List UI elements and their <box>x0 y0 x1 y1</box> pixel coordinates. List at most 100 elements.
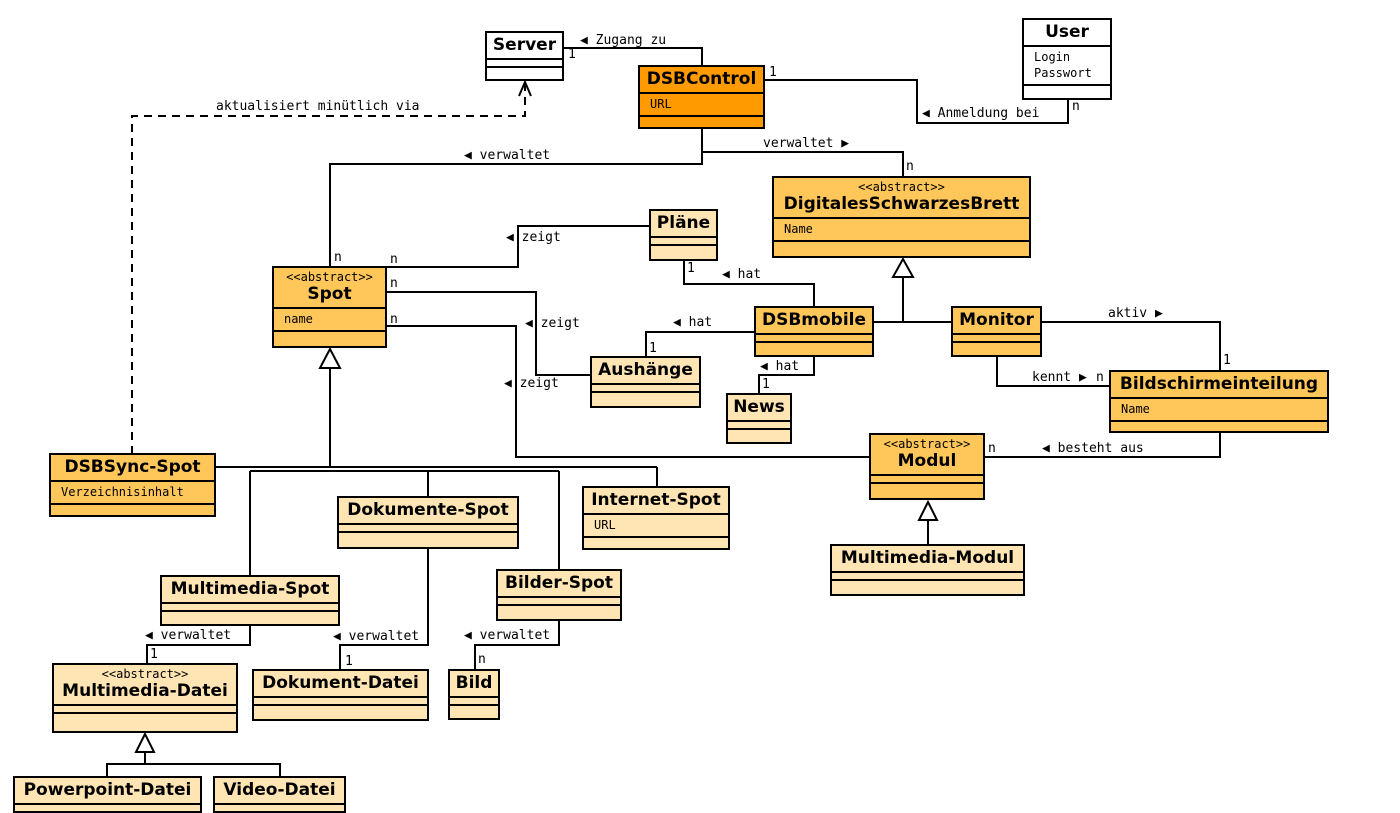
mult-aushaenge: 1 <box>649 341 657 356</box>
assoc-spot-plaene <box>387 225 650 268</box>
generalization-modul-triangle <box>917 499 939 521</box>
class-internet-spot[interactable]: Internet-Spot URL <box>582 486 730 550</box>
attr: URL <box>594 518 616 532</box>
attr: Verzeichnisinhalt <box>61 485 184 499</box>
label-zeigt2: ◀ zeigt <box>525 316 580 331</box>
class-name: User <box>1045 22 1089 42</box>
class-name: Dokument-Datei <box>262 673 419 693</box>
class-name: Internet-Spot <box>591 490 721 510</box>
class-name: Aushänge <box>598 360 693 380</box>
mult-modul: n <box>988 441 996 456</box>
class-name: DigitalesSchwarzesBrett <box>783 194 1020 214</box>
label-zeigt1: ◀ zeigt <box>506 230 561 245</box>
class-powerpoint-datei[interactable]: Powerpoint-Datei <box>13 776 202 813</box>
class-name: Pläne <box>656 213 711 233</box>
dependency-arrowhead <box>518 79 532 97</box>
class-multimedia-modul[interactable]: Multimedia-Modul <box>830 544 1025 596</box>
mult-spot-1: n <box>334 250 342 265</box>
assoc-bilderspot-bild <box>474 620 560 670</box>
class-spot[interactable]: <<abstract>>Spot name <box>272 266 387 348</box>
assoc-dsbcontrol-spot <box>329 128 703 266</box>
class-dsbsync-spot[interactable]: DSBSync-Spot Verzeichnisinhalt <box>49 453 216 517</box>
assoc-monitor-bildschirm-kennt <box>996 357 1110 387</box>
generalization-spot-triangle <box>318 346 342 369</box>
label-verwaltet-dsb: verwaltet ▶ <box>763 136 850 151</box>
attr: name <box>284 312 313 326</box>
stereotype: <<abstract>> <box>883 437 971 451</box>
class-name: DSBControl <box>646 69 757 89</box>
mult-dsbcontrol-user: 1 <box>769 65 777 80</box>
class-multimedia-spot[interactable]: Multimedia-Spot <box>160 575 340 626</box>
class-bild[interactable]: Bild <box>448 669 500 720</box>
label-zugang: ◀ Zugang zu <box>580 33 667 48</box>
class-dsbmobile[interactable]: DSBmobile <box>754 306 874 357</box>
class-digitales-schwarzes-brett[interactable]: <<abstract>>DigitalesSchwarzesBrett Name <box>772 176 1031 258</box>
class-name: Spot <box>307 284 352 304</box>
label-hat1: ◀ hat <box>722 267 762 282</box>
class-name: DSBmobile <box>761 310 867 330</box>
class-name: Bildschirmeinteilung <box>1119 374 1319 394</box>
class-video-datei[interactable]: Video-Datei <box>213 776 346 813</box>
class-bilder-spot[interactable]: Bilder-Spot <box>496 569 622 621</box>
class-name: Multimedia-Modul <box>840 548 1015 568</box>
generalization-mmdatei-bus <box>106 763 281 777</box>
mult-kennt: n <box>1096 370 1104 385</box>
class-name: Multimedia-Spot <box>170 579 330 599</box>
label-besteht: ◀ besteht aus <box>1042 441 1144 456</box>
mult-plaene: 1 <box>687 261 695 276</box>
assoc-plaene-dsbmobile <box>683 260 815 307</box>
generalization-mmdatei-triangle <box>134 731 156 753</box>
mult-spot-3: n <box>390 276 398 291</box>
assoc-news-dsbmobile <box>758 357 815 394</box>
class-news[interactable]: News <box>726 393 792 444</box>
class-name: Dokumente-Spot <box>347 500 509 520</box>
mult-user: n <box>1072 99 1080 114</box>
mult-mmdatei: 1 <box>150 647 158 662</box>
label-verwaltet-top: ◀ verwaltet <box>464 148 551 163</box>
class-plaene[interactable]: Pläne <box>649 209 718 261</box>
class-name: Server <box>492 35 557 55</box>
class-name: Powerpoint-Datei <box>23 780 192 800</box>
attr: Name <box>784 222 813 236</box>
label-aktiv: aktiv ▶ <box>1108 306 1163 321</box>
assoc-bildschirm-modul <box>984 432 1221 458</box>
attr: Name <box>1121 402 1150 416</box>
assoc-aushaenge-dsbmobile <box>645 331 755 356</box>
attr: URL <box>650 97 672 111</box>
mult-dsb: n <box>906 159 914 174</box>
stereotype: <<abstract>> <box>286 270 373 284</box>
label-zeigt3: ◀ zeigt <box>504 376 559 391</box>
label-verwaltet-dok: ◀ verwaltet <box>333 629 420 644</box>
assoc-server-dsbcontrol <box>564 47 703 66</box>
attr: Passwort <box>1034 66 1092 80</box>
class-name: Bild <box>455 673 493 693</box>
class-aushaenge[interactable]: Aushänge <box>590 356 701 408</box>
mult-spot-4: n <box>390 312 398 327</box>
class-name: Modul <box>897 451 957 471</box>
class-name: Monitor <box>959 310 1034 330</box>
mult-news: 1 <box>762 377 770 392</box>
mult-bild: n <box>478 652 486 667</box>
class-modul[interactable]: <<abstract>>Modul <box>869 433 985 500</box>
mult-monitor-aktiv: 1 <box>1223 353 1231 368</box>
attr: Login <box>1034 50 1071 64</box>
class-name: DSBSync-Spot <box>64 457 201 477</box>
stereotype: <<abstract>> <box>101 667 189 681</box>
generalization-dsb-triangle <box>891 256 915 278</box>
class-name: Video-Datei <box>223 780 336 800</box>
class-multimedia-datei[interactable]: <<abstract>>Multimedia-Datei <box>52 663 238 733</box>
label-hat3: ◀ hat <box>760 359 800 374</box>
label-aktualisiert: aktualisiert minütlich via <box>216 99 420 114</box>
class-dokument-datei[interactable]: Dokument-Datei <box>252 669 429 721</box>
class-server[interactable]: Server <box>485 31 564 81</box>
class-dokumente-spot[interactable]: Dokumente-Spot <box>337 496 519 549</box>
class-monitor[interactable]: Monitor <box>951 306 1042 357</box>
class-dsbcontrol[interactable]: DSBControl URL <box>638 65 765 129</box>
class-user[interactable]: User Login Passwort <box>1022 18 1112 100</box>
label-verwaltet-mm: ◀ verwaltet <box>145 628 232 643</box>
label-kennt: kennt ▶ <box>1032 370 1087 385</box>
class-bildschirmeinteilung[interactable]: Bildschirmeinteilung Name <box>1109 370 1329 433</box>
label-verwaltet-bild: ◀ verwaltet <box>464 628 551 643</box>
mult-dokdatei: 1 <box>345 654 353 669</box>
